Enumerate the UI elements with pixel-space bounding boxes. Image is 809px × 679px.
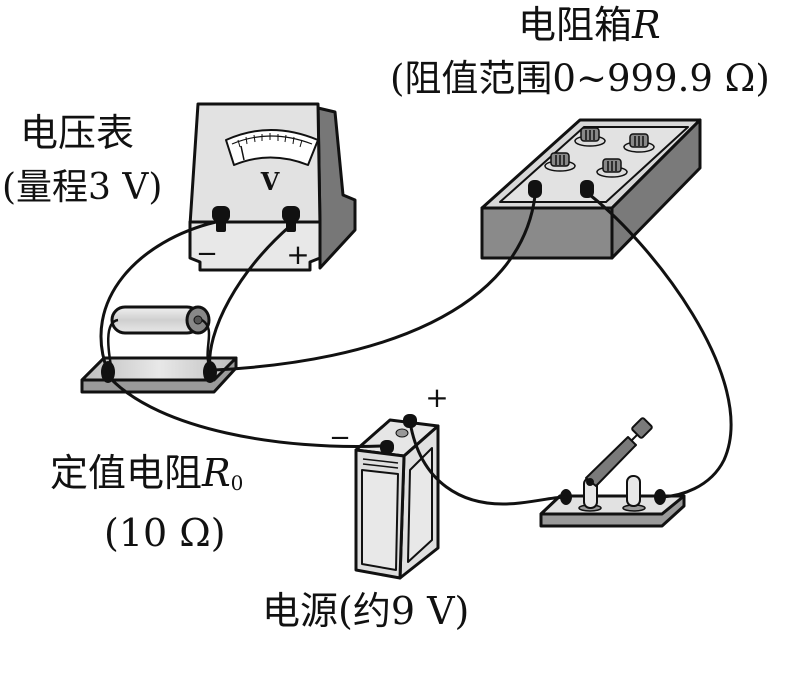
- voltmeter-plus-label: +: [286, 238, 309, 271]
- wires: [99, 190, 733, 506]
- fixed-resistor: [80, 305, 238, 394]
- fixed-resistor-symbol: R: [202, 451, 231, 495]
- wire-voltmeter-neg-to-r0-left: [99, 220, 218, 374]
- voltmeter-title: 电压表: [20, 111, 135, 155]
- wire-power-pos-to-switch-left: [408, 420, 568, 506]
- power-terminal-negative[interactable]: [380, 440, 394, 454]
- resistance-box-terminal-left[interactable]: [528, 180, 542, 198]
- fixed-resistor-title: 定值电阻R0: [50, 454, 243, 493]
- wire-r0-left-to-power-neg: [108, 376, 384, 448]
- voltmeter-range: (量程3 V): [2, 167, 163, 208]
- power-plus-label: +: [425, 381, 448, 414]
- fixed-resistor-value: (10 Ω): [104, 511, 226, 555]
- voltmeter-minus-label: −: [196, 239, 218, 269]
- resistance-box-knobs: [544, 127, 655, 178]
- power-minus-label: −: [329, 423, 351, 453]
- resistance-box-symbol: R: [632, 3, 661, 47]
- voltmeter: [188, 102, 357, 272]
- resistance-box-title: 电阻箱R: [518, 6, 661, 44]
- fixed-resistor-name: 定值电阻: [50, 451, 203, 495]
- voltmeter-dial-symbol: V: [260, 167, 280, 196]
- knob-4[interactable]: [596, 158, 628, 178]
- knob-1[interactable]: [574, 127, 606, 147]
- voltmeter-terminal-positive[interactable]: [282, 206, 300, 222]
- switch[interactable]: [539, 417, 686, 528]
- switch-handle[interactable]: [631, 417, 653, 439]
- resistance-box-range: (阻值范围0~999.9 Ω): [390, 57, 770, 100]
- resistance-box-terminals: [528, 180, 594, 198]
- switch-terminal-right[interactable]: [654, 489, 666, 505]
- resistance-box-name: 电阻箱: [518, 3, 633, 47]
- knob-2[interactable]: [623, 133, 655, 153]
- wire-rbox-right-to-switch-right: [584, 190, 733, 499]
- wire-voltmeter-pos-to-r0-right: [208, 224, 292, 374]
- knob-3[interactable]: [544, 152, 576, 172]
- fixed-resistor-subscript: 0: [230, 471, 244, 495]
- voltmeter-terminal-negative[interactable]: [212, 206, 230, 222]
- resistance-box-terminal-right[interactable]: [580, 180, 594, 198]
- power-supply: [354, 418, 440, 580]
- wire-r0-right-to-rbox-left: [212, 194, 537, 372]
- power-supply-title: 电源(约9 V): [262, 589, 470, 633]
